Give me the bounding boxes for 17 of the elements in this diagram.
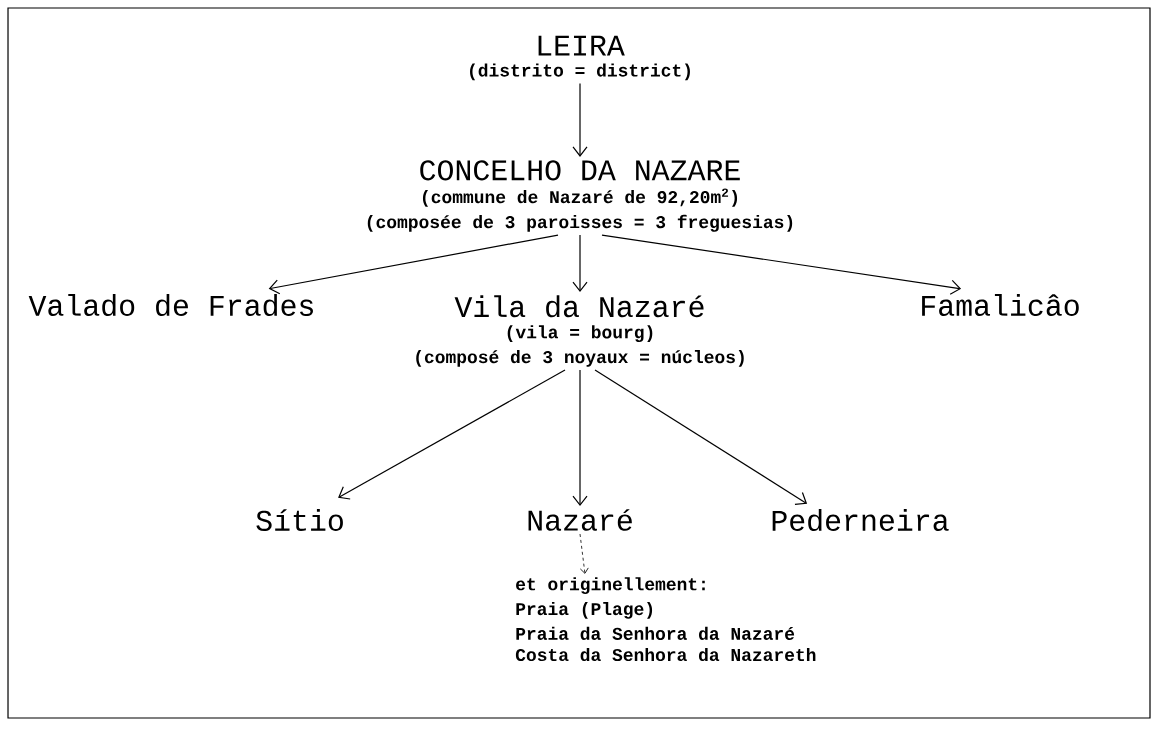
arrow — [594, 369, 808, 505]
arrow — [572, 234, 588, 293]
node-text: Nazaré — [528, 509, 632, 531]
node-text: Famalicâo — [922, 294, 1079, 316]
arrow — [601, 234, 962, 295]
node-text: et originellement: Praia (Plage) Praia da Senhora da Nazaré Costa da Senhora da Nazareth — [515, 577, 816, 662]
arrow — [579, 533, 589, 574]
node-text: Vila da Nazaré (vila = bourg) (composé de 3 noyaux = núcleos) — [416, 295, 744, 367]
arrow — [572, 82, 588, 157]
arrow — [268, 234, 559, 295]
arrow — [572, 369, 588, 506]
node-text: Sítio — [256, 509, 343, 531]
node-text: Pederneira — [772, 509, 949, 531]
node-text: CONCELHO DA NAZARE (commune de Nazaré de 92,20m$^{2}$) (composée de 3 paroisses = 3 freguesias) — [367, 160, 793, 232]
arrow — [338, 369, 566, 500]
node-text: LEIRA (distrito = district) — [470, 35, 690, 81]
node-text: Valado de Frades — [28, 294, 313, 316]
